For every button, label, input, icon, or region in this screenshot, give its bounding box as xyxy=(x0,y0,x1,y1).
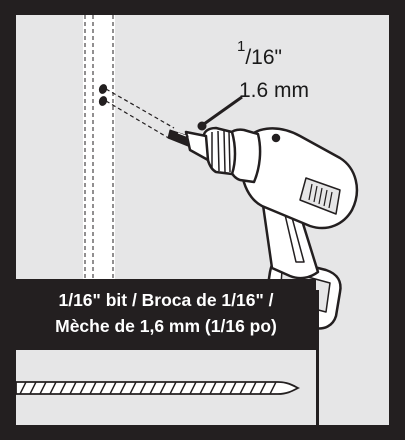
bit-size-numerator: 1 xyxy=(237,38,246,55)
caption-line-1: 1/16" bit / Broca de 1/16" / xyxy=(58,290,274,310)
bit-size-fraction-label: 1/16" xyxy=(237,35,282,70)
bit-size-denominator: /16" xyxy=(245,46,282,69)
guide-line-bottom xyxy=(105,100,173,141)
drill-bit-icon xyxy=(15,381,301,395)
bit-panel-border xyxy=(316,290,319,425)
pilot-hole-bottom xyxy=(98,96,108,106)
guide-line-top xyxy=(105,88,175,129)
callout-leader xyxy=(203,95,243,126)
wall-stud xyxy=(83,15,115,280)
caption-line-2: Mèche de 1,6 mm (1/16 po) xyxy=(55,316,277,336)
bit-caption-bar: 1/16" bit / Broca de 1/16" / Mèche de 1,… xyxy=(16,279,316,350)
callout-dot xyxy=(197,121,207,131)
bit-size-metric-label: 1.6 mm xyxy=(239,79,310,102)
pilot-hole-top xyxy=(98,84,108,94)
